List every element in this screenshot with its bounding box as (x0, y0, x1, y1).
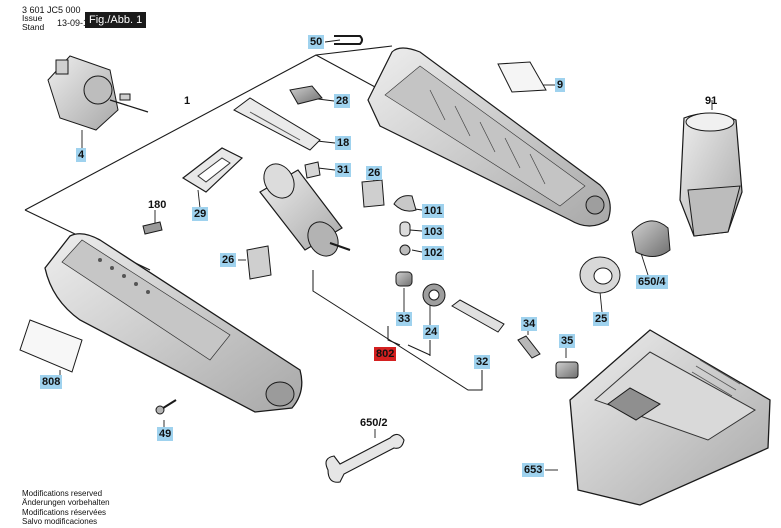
callout-25: 25 (593, 312, 610, 326)
callout-28: 28 (334, 94, 351, 108)
callout-32: 32 (474, 355, 491, 369)
callout-33: 33 (396, 312, 413, 326)
stand-label: Stand (22, 22, 45, 32)
callout-29: 29 (192, 207, 209, 221)
figure-label: Fig./Abb. 1 (85, 12, 147, 28)
modifications-notice: Modifications reserved Änderungen vorbeh… (22, 489, 110, 526)
part-18-slider (233, 97, 321, 151)
part-103-spring (399, 221, 411, 237)
callout-1: 1 (184, 95, 191, 107)
part-650-4-nose-cap (631, 220, 671, 257)
part-35-nut (555, 361, 579, 379)
callout-26-lower: 26 (220, 253, 237, 267)
bracket-lines (312, 270, 483, 391)
callout-26-upper: 26 (366, 166, 383, 180)
part-102-screw (399, 244, 411, 256)
part-33-sleeve (395, 271, 413, 287)
callout-9: 9 (555, 78, 566, 92)
part-49-screw (155, 399, 177, 415)
part-808-label (19, 319, 83, 373)
part-91-battery (679, 112, 743, 237)
issue-date: 13-09-12 (57, 18, 94, 28)
callout-50: 50 (308, 35, 325, 49)
callout-24: 24 (423, 325, 440, 339)
callout-49: 49 (157, 427, 174, 441)
part-650-2-wrench (325, 433, 405, 483)
part-4-switch-module (47, 55, 149, 131)
part-34-collet (517, 335, 541, 359)
callout-650-2: 650/2 (360, 417, 388, 429)
footer-line-fr: Modifications réservées (22, 507, 107, 517)
callout-4: 4 (76, 148, 87, 162)
tool-housing (44, 233, 303, 413)
callout-180: 180 (148, 199, 167, 211)
callout-102: 102 (422, 246, 445, 260)
part-26-pad-upper (361, 179, 385, 208)
part-180-label (142, 221, 163, 235)
part-26-pad-lower (246, 245, 272, 280)
footer-line-en: Modifications reserved (22, 489, 103, 498)
issue-stand-labels: Issue Stand (22, 14, 44, 32)
part-9-label-plate (497, 61, 547, 93)
part-1-housing-half (367, 47, 611, 227)
part-29-switch-frame (181, 147, 244, 193)
callout-34: 34 (521, 317, 538, 331)
part-28-switch-cap (289, 85, 323, 105)
part-32-shaft (451, 299, 505, 333)
callout-103: 103 (422, 225, 445, 239)
part-101-brush (393, 195, 417, 212)
doc-number: 3 601 JC5 000 (22, 5, 81, 15)
issue-label: Issue (22, 13, 43, 23)
callout-18: 18 (335, 136, 352, 150)
callout-101: 101 (422, 204, 445, 218)
callout-650-4: 650/4 (636, 275, 668, 289)
part-50-spring-clip (334, 35, 363, 45)
part-31-block (304, 161, 321, 179)
footer-line-de: Änderungen vorbehalten (22, 498, 110, 508)
motor (259, 163, 351, 257)
callout-91: 91 (705, 95, 718, 107)
callout-35: 35 (559, 334, 576, 348)
part-25-ring (579, 256, 621, 294)
footer-line-es: Salvo modificaciones (22, 516, 98, 526)
part-24-bearing (422, 283, 446, 307)
callout-31: 31 (335, 163, 352, 177)
callout-808: 808 (40, 375, 63, 389)
part-653-charger (569, 329, 771, 506)
callout-802: 802 (374, 347, 397, 361)
callout-653: 653 (522, 463, 545, 477)
